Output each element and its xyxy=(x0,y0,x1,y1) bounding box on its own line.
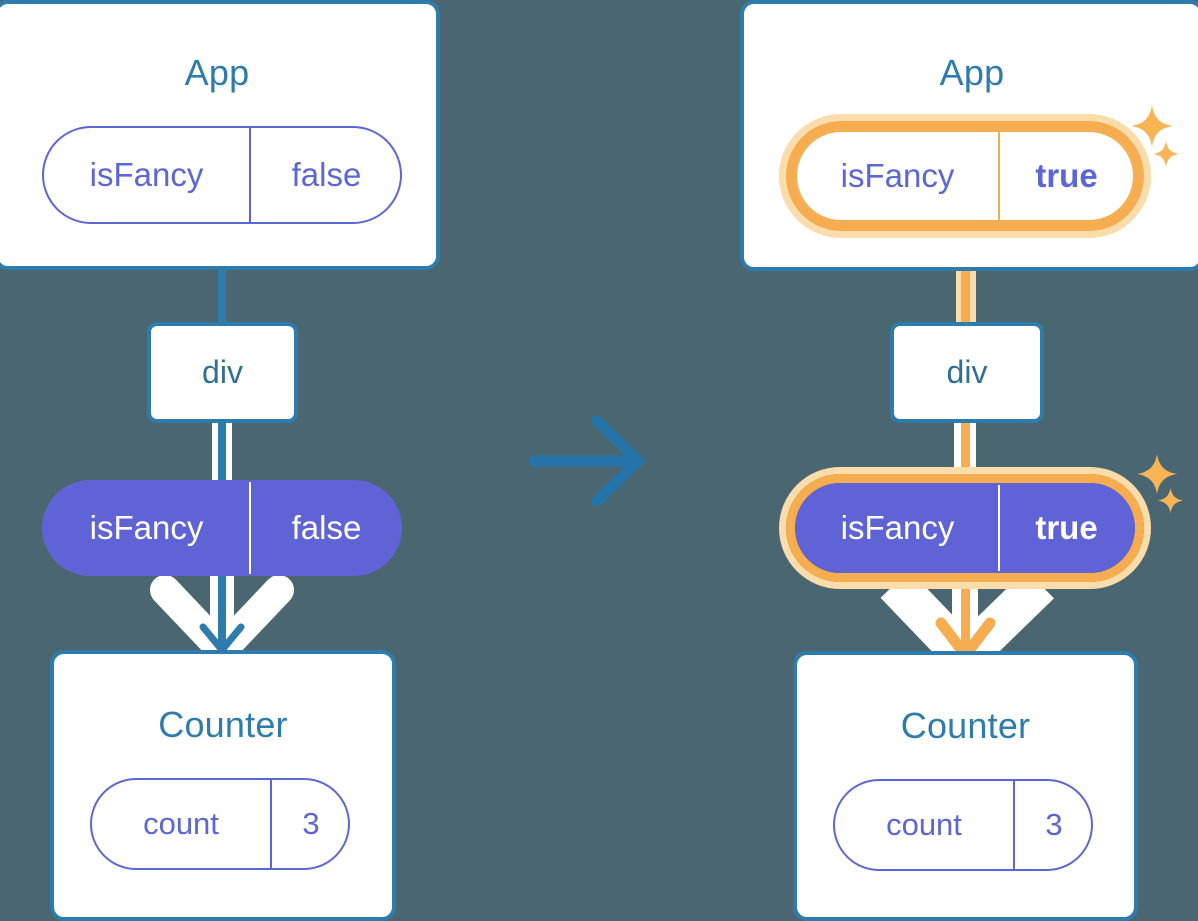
app-card-title-before: App xyxy=(184,52,250,93)
prop-pill-after[interactable]: isFancy true xyxy=(795,483,1135,573)
counter-state-key-before: count xyxy=(92,780,272,868)
prop-key-before: isFancy xyxy=(44,482,251,574)
counter-state-value-before: 3 xyxy=(302,806,320,841)
sparkle-icon-app-after xyxy=(1129,103,1175,149)
prop-value-before: false xyxy=(291,509,362,546)
app-state-value-after: true xyxy=(1035,157,1098,194)
counter-state-value-after: 3 xyxy=(1045,807,1063,842)
counter-state-key-after: count xyxy=(835,781,1015,869)
prop-value-after: true xyxy=(1035,509,1098,546)
sparkle-small-icon-app-after xyxy=(1152,140,1180,168)
app-state-pill-after[interactable]: isFancy true xyxy=(795,130,1135,222)
app-state-key-after: isFancy xyxy=(797,132,1000,220)
app-card-title-after: App xyxy=(939,52,1005,93)
dom-node-div-label-after: div xyxy=(946,354,988,390)
counter-card-title-before: Counter xyxy=(158,704,288,745)
app-state-pill-before[interactable]: isFancy false xyxy=(42,126,402,224)
counter-state-pill-before[interactable]: count 3 xyxy=(90,778,350,870)
dom-node-div-label-before: div xyxy=(202,354,243,390)
prop-pill-before[interactable]: isFancy false xyxy=(42,480,402,576)
prop-key-after: isFancy xyxy=(797,485,1000,571)
dom-node-div-before[interactable]: div xyxy=(147,322,298,423)
counter-card-title-after: Counter xyxy=(900,705,1031,746)
sparkle-icon-prop-after xyxy=(1135,452,1179,496)
counter-state-pill-after[interactable]: count 3 xyxy=(833,779,1093,871)
app-state-key-before: isFancy xyxy=(44,128,251,222)
dom-node-div-after[interactable]: div xyxy=(890,322,1044,423)
sparkle-small-icon-prop-after xyxy=(1157,487,1184,514)
app-state-value-before: false xyxy=(291,156,362,193)
